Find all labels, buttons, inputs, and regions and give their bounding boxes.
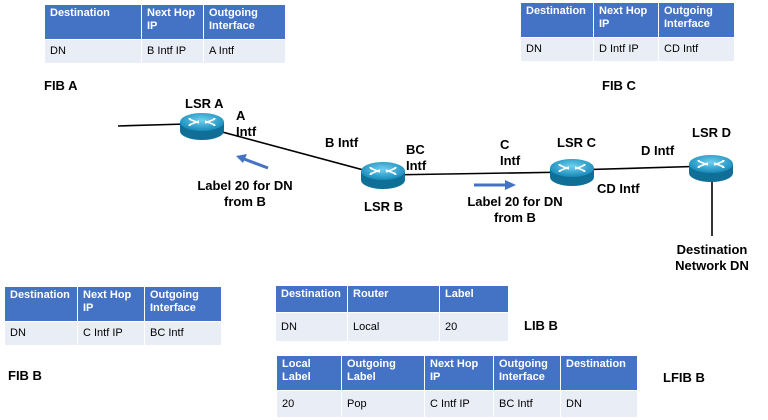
table-cell: Pop [341,390,425,418]
table-cell: 20 [276,390,342,418]
table-cell: DN [275,312,348,342]
column-header: Label [439,285,509,313]
lfib-b-table: Local Label Outgoing Label Next Hop IP O… [276,355,638,418]
column-header: Next Hop IP [77,286,145,322]
link-a-b [199,125,383,176]
table-cell: DN [44,39,142,64]
column-header: Outgoing Interface [203,4,286,40]
interface-label-b: B Intf [325,135,359,150]
table-cell: D Intf IP [593,37,659,62]
table-cell: BC Intf [144,321,222,346]
router-label-lsr-a: LSR A [185,96,224,111]
lib-b-title: LIB B [524,318,558,333]
table-cell: 20 [439,312,509,342]
column-header: Outgoing Interface [144,286,222,322]
table-cell: B Intf IP [141,39,204,64]
table-header-row: Destination Router Label [275,285,509,313]
lfib-b-title: LFIB B [663,370,705,385]
link-c-d [571,165,711,171]
router-label-lsr-c: LSR C [557,135,596,150]
table-cell: C Intf IP [424,390,494,418]
table-header-row: Destination Next Hop IP Outgoing Interfa… [520,2,735,38]
table-row: DN C Intf IP BC Intf [4,321,222,346]
link-ingress [117,123,187,127]
fib-a-table: Destination Next Hop IP Outgoing Interfa… [44,4,286,64]
interface-label-d: D Intf [641,143,675,158]
table-row: 20 Pop C Intf IP BC Intf DN [276,390,638,418]
fib-b-table: Destination Next Hop IP Outgoing Interfa… [4,286,222,346]
fib-c-title: FIB C [602,78,636,93]
table-header-row: Destination Next Hop IP Outgoing Interfa… [44,4,286,40]
label-advertisement-left: Label 20 for DN from B [197,178,293,209]
fib-b-title: FIB B [8,368,42,383]
table-cell: Local [347,312,440,342]
router-icon-lsr-d [688,154,734,183]
table-cell: DN [560,390,638,418]
table-header-row: Local Label Outgoing Label Next Hop IP O… [276,355,638,391]
table-row: DN D Intf IP CD Intf [520,37,735,62]
table-cell: DN [520,37,594,62]
table-cell: BC Intf [493,390,561,418]
router-label-lsr-b: LSR B [364,199,403,214]
table-cell: C Intf IP [77,321,145,346]
interface-label-c: C Intf [500,137,521,168]
table-cell: A Intf [203,39,286,64]
arrow-left-icon [236,154,269,170]
column-header: Destination [44,4,142,40]
column-header: Outgoing Interface [658,2,735,38]
interface-label-a: A Intf [236,108,257,139]
table-row: DN Local 20 [275,312,509,342]
router-label-lsr-d: LSR D [692,125,731,140]
column-header: Destination [275,285,348,313]
column-header: Destination [560,355,638,391]
lib-b-table: Destination Router Label DN Local 20 [275,285,509,342]
interface-label-bc: BC Intf [406,142,427,173]
router-icon-lsr-b [360,161,406,190]
column-header: Outgoing Label [341,355,425,391]
router-icon-lsr-a [179,112,225,141]
destination-network-label: Destination Network DN [675,242,749,273]
fib-a-title: FIB A [44,78,78,93]
table-cell: CD Intf [658,37,735,62]
interface-label-cd: CD Intf [597,181,640,196]
link-b-c [384,171,573,176]
arrow-right-icon [474,180,516,190]
fib-c-table: Destination Next Hop IP Outgoing Interfa… [520,2,735,62]
table-row: DN B Intf IP A Intf [44,39,286,64]
column-header: Destination [520,2,594,38]
column-header: Outgoing Interface [493,355,561,391]
label-advertisement-right: Label 20 for DN from B [467,194,563,225]
router-icon-lsr-c [549,158,595,187]
